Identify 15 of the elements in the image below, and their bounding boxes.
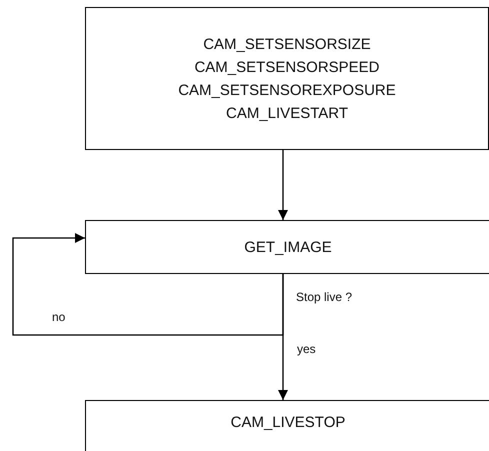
command-text: CAM_SETSENSORSIZE [203, 34, 371, 54]
command-text: CAM_SETSENSOREXPOSURE [178, 80, 396, 100]
command-text: CAM_LIVESTART [226, 104, 348, 124]
command-text: GET_IMAGE [244, 238, 332, 258]
edge-label: no [52, 310, 66, 324]
command-text: CAM_LIVESTOP [230, 413, 346, 433]
command-text: CAM_SETSENSORSPEED [194, 58, 380, 78]
edge-label: yes [297, 342, 316, 356]
process-box [85, 220, 489, 274]
arrow [12, 233, 284, 336]
arrow [278, 150, 288, 220]
arrow [278, 274, 288, 400]
decision-question: Stop live ? [296, 290, 352, 304]
process-box [85, 400, 489, 451]
process-box [85, 7, 489, 150]
